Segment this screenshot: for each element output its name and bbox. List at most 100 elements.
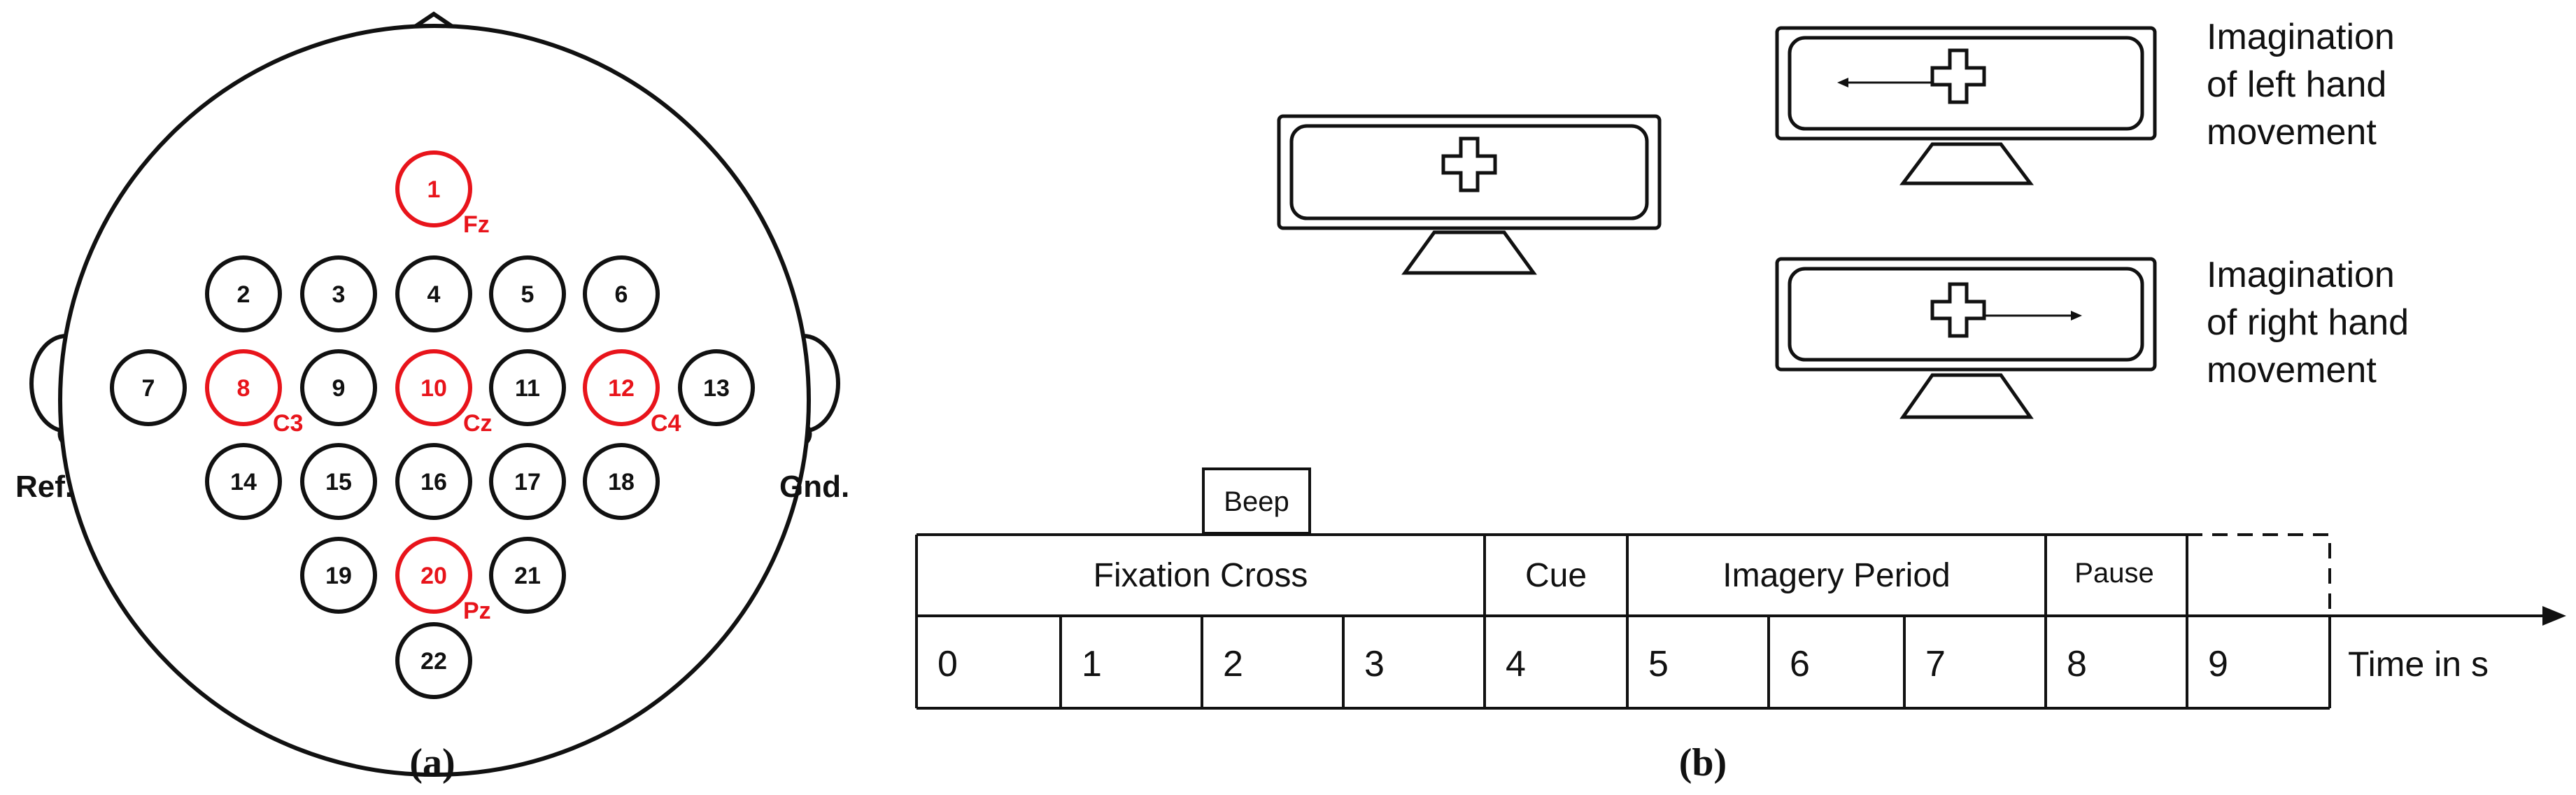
electrode-circle	[489, 255, 566, 332]
electrode-21: 21	[489, 537, 566, 614]
electrode-number: 18	[608, 469, 635, 495]
electrode-number: 2	[237, 281, 250, 308]
caption-a: (a)	[409, 741, 455, 785]
electrode-13: 13	[678, 349, 755, 426]
electrode-circle	[205, 255, 282, 332]
electrode-circle	[300, 349, 377, 426]
left-cue-text: Imagination of left hand movement	[2207, 17, 2405, 153]
electrode-number: 9	[332, 375, 346, 402]
electrode-site-label: Pz	[463, 598, 491, 624]
right-arrow-icon	[2071, 311, 2082, 321]
electrode-17: 17	[489, 443, 566, 520]
electrode-site-label: C4	[651, 410, 681, 437]
electrode-18: 18	[583, 443, 660, 520]
electrode-circle	[489, 349, 566, 426]
electrode-circle	[489, 443, 566, 520]
electrode-number: 12	[608, 375, 635, 402]
phase-fixation-cross: Fixation Cross	[1094, 557, 1308, 594]
electrode-circle	[583, 349, 660, 426]
phase-imagery-period: Imagery Period	[1722, 557, 1950, 594]
tick-label-9: 9	[2208, 644, 2228, 684]
electrode-number: 8	[237, 375, 250, 402]
electrode-9: 9	[300, 349, 377, 426]
electrode-number: 6	[615, 281, 628, 308]
axis-label: Time in s	[2348, 645, 2489, 684]
tick-label-0: 0	[937, 644, 958, 684]
panel-b: Imagination of left hand movement Imagin…	[915, 17, 2566, 785]
electrode-number: 3	[332, 281, 346, 308]
electrode-circle	[300, 537, 377, 614]
electrode-circle	[583, 255, 660, 332]
tick-label-1: 1	[1082, 644, 1102, 684]
electrode-circle	[205, 443, 282, 520]
ground-label: Gnd.	[779, 470, 849, 504]
electrode-site-label: C3	[273, 410, 303, 437]
electrode-19: 19	[300, 537, 377, 614]
electrode-circle	[110, 349, 187, 426]
electrode-number: 15	[325, 469, 352, 495]
electrode-4: 4	[395, 255, 472, 332]
electrode-number: 14	[230, 469, 257, 495]
right-cue-text: Imagination of right hand movement	[2207, 255, 2419, 391]
electrode-number: 5	[521, 281, 535, 308]
reference-label: Ref.	[15, 470, 73, 504]
dashed-segment	[2187, 533, 2331, 616]
electrode-16: 16	[395, 443, 472, 520]
electrode-site-label: Cz	[463, 410, 493, 437]
tick-label-3: 3	[1364, 644, 1385, 684]
electrode-1: 1Fz	[395, 150, 490, 238]
right-cue-monitor-icon	[1775, 257, 2157, 419]
tick-label-7: 7	[1925, 644, 1946, 684]
beep-label: Beep	[1224, 486, 1289, 517]
phase-cue: Cue	[1525, 557, 1587, 594]
electrode-number: 13	[703, 375, 730, 402]
electrode-circle	[395, 255, 472, 332]
tick-label-6: 6	[1790, 644, 1810, 684]
electrode-5: 5	[489, 255, 566, 332]
electrode-circle	[678, 349, 755, 426]
tick-label-5: 5	[1648, 644, 1669, 684]
electrode-circle	[395, 443, 472, 520]
fixation-monitor-icon	[1277, 114, 1662, 275]
electrode-number: 21	[514, 563, 541, 589]
caption-b: (b)	[1679, 741, 1727, 785]
tick-label-2: 2	[1223, 644, 1243, 684]
electrode-circle	[395, 622, 472, 699]
electrode-circle	[583, 443, 660, 520]
electrode-11: 11	[489, 349, 566, 426]
electrode-number: 10	[420, 375, 447, 402]
electrode-14: 14	[205, 443, 282, 520]
electrode-15: 15	[300, 443, 377, 520]
electrode-8: 8C3	[205, 349, 303, 437]
electrode-circle	[395, 537, 472, 614]
electrode-circle	[395, 349, 472, 426]
left-arrow-icon	[1837, 78, 1848, 87]
electrode-number: 7	[142, 375, 155, 402]
electrode-number: 4	[427, 281, 441, 308]
electrode-2: 2	[205, 255, 282, 332]
electrode-number: 20	[420, 563, 447, 589]
tick-label-4: 4	[1506, 644, 1526, 684]
electrode-circle	[489, 537, 566, 614]
time-axis-arrow	[2187, 606, 2566, 626]
electrode-number: 16	[420, 469, 447, 495]
electrode-circle	[300, 255, 377, 332]
electrode-number: 1	[427, 176, 441, 203]
electrode-circle	[205, 349, 282, 426]
electrode-site-label: Fz	[463, 211, 490, 238]
electrode-circle	[395, 150, 472, 227]
electrode-3: 3	[300, 255, 377, 332]
left-cue-monitor-icon	[1775, 26, 2157, 185]
electrode-7: 7	[110, 349, 187, 426]
tick-label-8: 8	[2067, 644, 2087, 684]
electrode-6: 6	[583, 255, 660, 332]
time-ticks: 0 1 2 3 4 5 6 7 8 9	[937, 644, 2228, 684]
electrode-number: 17	[514, 469, 541, 495]
electrode-number: 19	[325, 563, 352, 589]
